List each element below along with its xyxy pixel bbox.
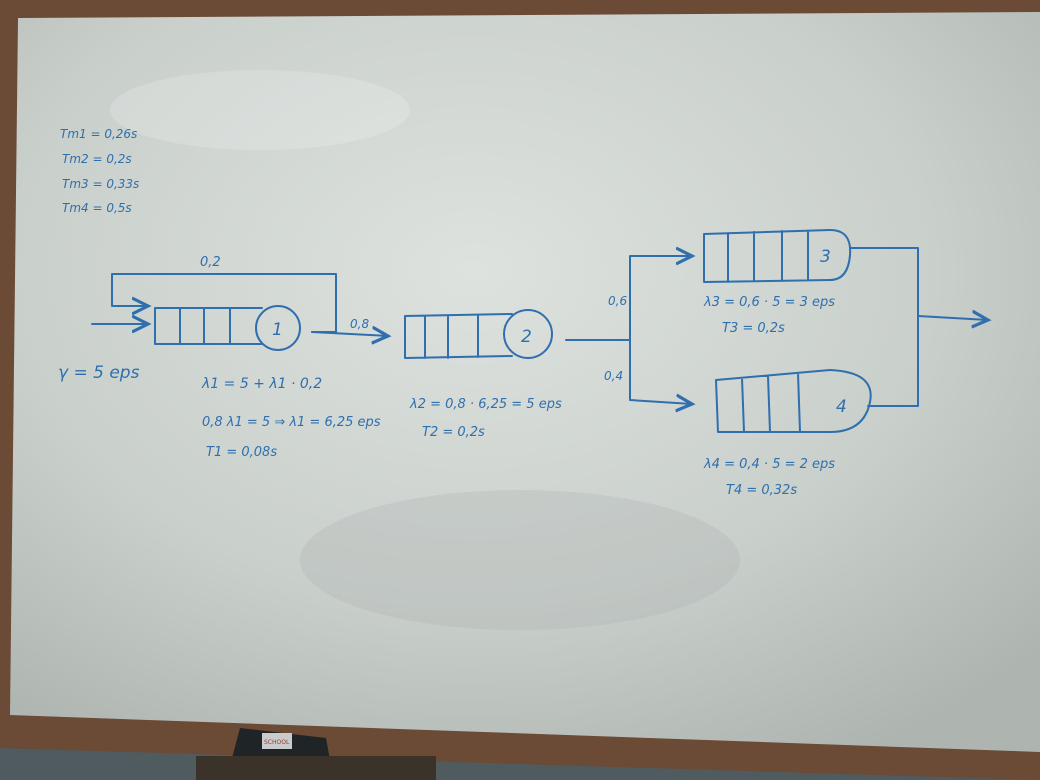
node2-line-1: λ2 = 0,8 · 6,25 = 5 eps bbox=[409, 397, 562, 412]
board-frame-left bbox=[0, 0, 20, 735]
queue-node-4: 4 bbox=[715, 369, 872, 433]
branch-upper-prob: 0,6 bbox=[608, 294, 627, 308]
eraser-label bbox=[262, 733, 292, 749]
node3-line-2: T3 = 0,2s bbox=[722, 321, 785, 336]
queue-buffer-3 bbox=[703, 229, 831, 283]
node4-line-1: λ4 = 0,4 · 5 = 2 eps bbox=[703, 457, 835, 472]
node-3-calculations: λ3 = 0,6 · 5 = 3 eps T3 = 0,2s bbox=[703, 295, 835, 336]
service-time-4: Tm4 = 0,5s bbox=[62, 201, 132, 215]
node1-line-3: T1 = 0,08s bbox=[206, 445, 277, 460]
server-circle-3 bbox=[829, 229, 852, 281]
service-time-3: Tm3 = 0,33s bbox=[62, 177, 139, 191]
arrival-rate: γ = 5 eps bbox=[58, 363, 140, 383]
node2-line-2: T2 = 0,2s bbox=[422, 425, 485, 440]
queue-buffer-2 bbox=[404, 313, 513, 359]
board-frame-bottom bbox=[0, 712, 1040, 780]
arrow-node1-to-node2 bbox=[311, 332, 388, 336]
service-time-2: Tm2 = 0,2s bbox=[62, 152, 132, 166]
eraser-brand: SCHOOL bbox=[264, 739, 290, 746]
server-circle-4 bbox=[829, 369, 872, 433]
node-1-calculations: λ1 = 5 + λ1 · 0,2 0,8 λ1 = 5 ⇒ λ1 = 6,25… bbox=[201, 376, 381, 460]
board-smudge bbox=[300, 490, 740, 630]
server-label-2: 2 bbox=[521, 327, 532, 347]
marker-tray bbox=[196, 756, 436, 780]
server-label-1: 1 bbox=[272, 320, 283, 340]
branch-lower-prob: 0,4 bbox=[604, 369, 623, 383]
service-time-notes: Tm1 = 0,26s Tm2 = 0,2s Tm3 = 0,33s Tm4 =… bbox=[60, 127, 139, 215]
queue-node-1: 1 bbox=[154, 305, 301, 351]
board-glare bbox=[110, 70, 410, 150]
queue-buffer-4 bbox=[715, 369, 831, 433]
forward-prob: 0,8 bbox=[350, 317, 369, 331]
branch-lower-arrow bbox=[629, 339, 692, 404]
node-2-calculations: λ2 = 0,8 · 6,25 = 5 eps T2 = 0,2s bbox=[409, 397, 562, 440]
service-time-1: Tm1 = 0,26s bbox=[60, 127, 137, 141]
server-circle-2 bbox=[503, 309, 553, 359]
node1-line-1: λ1 = 5 + λ1 · 0,2 bbox=[201, 376, 322, 392]
branch-upper-arrow bbox=[629, 256, 692, 341]
feedback-prob: 0,2 bbox=[200, 255, 221, 270]
merge-line bbox=[849, 247, 919, 407]
node1-line-2: 0,8 λ1 = 5 ⇒ λ1 = 6,25 eps bbox=[202, 415, 381, 430]
node3-line-1: λ3 = 0,6 · 5 = 3 eps bbox=[703, 295, 835, 310]
node4-line-2: T4 = 0,32s bbox=[726, 483, 797, 498]
board-eraser: SCHOOL bbox=[232, 728, 330, 760]
server-label-4: 4 bbox=[836, 397, 847, 417]
feedback-loop bbox=[111, 273, 337, 333]
exit-arrow bbox=[917, 316, 988, 320]
queue-buffer-1 bbox=[154, 307, 263, 345]
whiteboard-surface bbox=[10, 12, 1040, 752]
server-label-3: 3 bbox=[820, 247, 831, 267]
queue-node-2: 2 bbox=[404, 309, 553, 359]
node-4-calculations: λ4 = 0,4 · 5 = 2 eps T4 = 0,32s bbox=[703, 457, 835, 498]
server-circle-1 bbox=[255, 305, 301, 351]
queue-node-3: 3 bbox=[703, 229, 852, 283]
